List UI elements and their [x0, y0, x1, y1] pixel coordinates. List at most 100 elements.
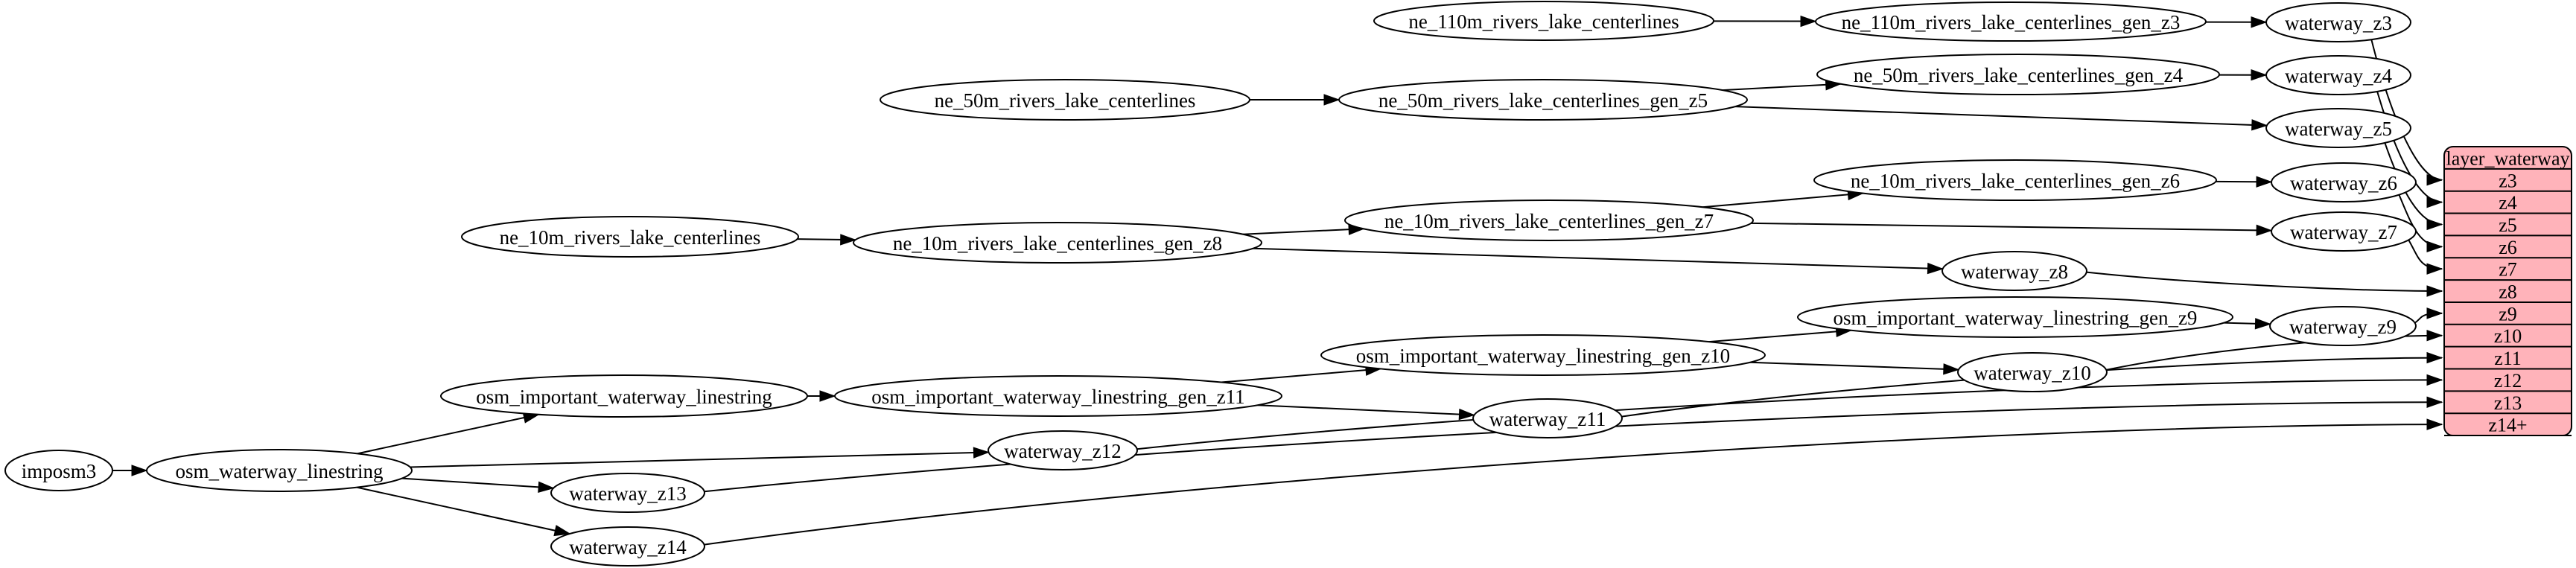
node-shape-ne_110m_rivers_lake_centerlines_gen_z3 [1815, 1, 2207, 42]
node-label-ne_50m_rivers_lake_centerlines_gen_z4: ne_50m_rivers_lake_centerlines_gen_z4 [1854, 64, 2184, 86]
node-label-waterway_z14: waterway_z14 [569, 536, 687, 558]
node-ne_50m_rivers_lake_centerlines_gen_z4: ne_50m_rivers_lake_centerlines_gen_z4 [1816, 54, 2220, 95]
record-row-z4: z4 [2499, 192, 2517, 214]
node-ne_50m_rivers_lake_centerlines: ne_50m_rivers_lake_centerlines [880, 79, 1250, 121]
node-label-waterway_z12: waterway_z12 [1004, 440, 1121, 462]
node-shape-osm_waterway_linestring [146, 449, 413, 492]
node-osm_important_waterway_linestring: osm_important_waterway_linestring [440, 374, 808, 418]
node-shape-waterway_z10 [1957, 352, 2108, 392]
node-shape-ne_10m_rivers_lake_centerlines_gen_z7 [1344, 200, 1754, 241]
node-waterway_z9: waterway_z9 [2269, 306, 2417, 346]
edge-osm_important_waterway_linestring_gen_z10--osm_important_waterway_linestring_gen_z9 [1708, 325, 1853, 343]
edge-waterway_z9--layer_waterway-z9 [2414, 307, 2443, 324]
node-shape-ne_110m_rivers_lake_centerlines [1373, 1, 1714, 41]
edge-osm_important_waterway_linestring_gen_z11--osm_important_waterway_linestring_gen_z10 [1221, 364, 1382, 383]
record-row-z9: z9 [2499, 303, 2517, 325]
node-label-ne_10m_rivers_lake_centerlines_gen_z6: ne_10m_rivers_lake_centerlines_gen_z6 [1851, 170, 2180, 192]
edge-waterway_z6--layer_waterway-z6 [2398, 194, 2443, 253]
node-label-waterway_z3: waterway_z3 [2285, 12, 2392, 34]
record-row-z3: z3 [2499, 170, 2517, 191]
edge-osm_important_waterway_linestring_gen_z11--waterway_z11 [1257, 404, 1476, 421]
record-row-z8: z8 [2499, 281, 2517, 303]
edge-ne_10m_rivers_lake_centerlines_gen_z8--waterway_z8 [1253, 247, 1944, 275]
node-osm_important_waterway_linestring_gen_z10: osm_important_waterway_linestring_gen_z1… [1320, 334, 1766, 376]
node-shape-waterway_z7 [2271, 211, 2417, 252]
node-shape-waterway_z8 [1941, 251, 2087, 291]
record-row-z12: z12 [2494, 370, 2522, 392]
node-label-waterway_z11: waterway_z11 [1489, 408, 1606, 430]
node-ne_10m_rivers_lake_centerlines_gen_z6: ne_10m_rivers_lake_centerlines_gen_z6 [1813, 159, 2217, 201]
node-waterway_z8: waterway_z8 [1941, 251, 2087, 291]
node-label-osm_important_waterway_linestring_gen_z9: osm_important_waterway_linestring_gen_z9 [1834, 307, 2198, 329]
node-label-osm_important_waterway_linestring_gen_z10: osm_important_waterway_linestring_gen_z1… [1356, 345, 1730, 367]
edge-ne_10m_rivers_lake_centerlines--ne_10m_rivers_lake_centerlines_gen_z8 [797, 234, 857, 246]
node-shape-waterway_z5 [2265, 108, 2411, 148]
node-label-ne_10m_rivers_lake_centerlines_gen_z7: ne_10m_rivers_lake_centerlines_gen_z7 [1384, 210, 1714, 232]
edge-ne_50m_rivers_lake_centerlines_gen_z5--ne_50m_rivers_lake_centerlines_gen_z4 [1722, 79, 1842, 92]
record-row-z6: z6 [2499, 237, 2517, 258]
node-label-osm_waterway_linestring: osm_waterway_linestring [176, 460, 384, 482]
node-shape-waterway_z13 [550, 473, 705, 513]
node-label-ne_50m_rivers_lake_centerlines: ne_50m_rivers_lake_centerlines [935, 89, 1196, 112]
node-imposm3: imposm3 [4, 450, 113, 491]
node-ne_10m_rivers_lake_centerlines_gen_z7: ne_10m_rivers_lake_centerlines_gen_z7 [1344, 200, 1754, 241]
edge-ne_50m_rivers_lake_centerlines_gen_z5--waterway_z5 [1734, 106, 2268, 131]
node-ne_110m_rivers_lake_centerlines_gen_z3: ne_110m_rivers_lake_centerlines_gen_z3 [1815, 1, 2207, 42]
edge-osm_waterway_linestring--waterway_z14 [356, 486, 571, 537]
record-row-z13: z13 [2494, 392, 2522, 414]
node-label-waterway_z4: waterway_z4 [2285, 65, 2392, 87]
node-shape-osm_important_waterway_linestring_gen_z10 [1320, 334, 1766, 376]
node-shape-ne_50m_rivers_lake_centerlines_gen_z4 [1816, 54, 2220, 95]
node-osm_important_waterway_linestring_gen_z9: osm_important_waterway_linestring_gen_z9 [1797, 296, 2233, 338]
edges-layer [112, 15, 2443, 546]
node-waterway_z3: waterway_z3 [2265, 2, 2411, 42]
edge-waterway_z7--layer_waterway-z7 [2408, 239, 2443, 275]
node-shape-waterway_z12 [988, 430, 1138, 470]
node-shape-imposm3 [4, 450, 113, 491]
node-waterway_z13: waterway_z13 [550, 473, 705, 513]
node-shape-waterway_z6 [2271, 162, 2417, 202]
nodes-layer: imposm3 osm_waterway_linestring osm_import… [4, 1, 2417, 567]
node-label-ne_10m_rivers_lake_centerlines: ne_10m_rivers_lake_centerlines [500, 226, 761, 249]
node-label-ne_50m_rivers_lake_centerlines_gen_z5: ne_50m_rivers_lake_centerlines_gen_z5 [1378, 89, 1708, 112]
node-label-ne_110m_rivers_lake_centerlines_gen_z3: ne_110m_rivers_lake_centerlines_gen_z3 [1842, 11, 2181, 33]
node-label-waterway_z10: waterway_z10 [1974, 362, 2090, 384]
node-osm_important_waterway_linestring_gen_z11: osm_important_waterway_linestring_gen_z1… [834, 375, 1282, 417]
node-shape-osm_important_waterway_linestring_gen_z11 [834, 375, 1282, 417]
edge-ne_10m_rivers_lake_centerlines_gen_z8--ne_10m_rivers_lake_centerlines_gen_z7 [1242, 223, 1365, 235]
node-shape-waterway_z9 [2269, 306, 2417, 346]
node-shape-waterway_z4 [2265, 55, 2411, 95]
node-label-osm_important_waterway_linestring_gen_z11: osm_important_waterway_linestring_gen_z1… [871, 386, 1244, 408]
edge-osm_important_waterway_linestring_gen_z10--waterway_z10 [1749, 361, 1960, 375]
node-waterway_z14: waterway_z14 [550, 526, 705, 567]
edge-waterway_z5--layer_waterway-z5 [2384, 142, 2443, 231]
node-shape-osm_important_waterway_linestring [440, 374, 808, 418]
node-shape-waterway_z3 [2265, 2, 2411, 42]
edge-osm_waterway_linestring--osm_important_waterway_linestring [357, 412, 540, 455]
edge-ne_10m_rivers_lake_centerlines_gen_z7--ne_10m_rivers_lake_centerlines_gen_z6 [1702, 188, 1865, 208]
node-shape-ne_50m_rivers_lake_centerlines [880, 79, 1250, 121]
edge-osm_important_waterway_linestring_gen_z9--waterway_z9 [2224, 318, 2272, 330]
record-row-z7: z7 [2499, 259, 2517, 281]
node-label-waterway_z5: waterway_z5 [2285, 118, 2392, 140]
node-osm_waterway_linestring: osm_waterway_linestring [146, 449, 413, 492]
node-shape-ne_10m_rivers_lake_centerlines_gen_z8 [853, 222, 1262, 264]
node-label-waterway_z13: waterway_z13 [569, 482, 686, 505]
node-label-ne_10m_rivers_lake_centerlines_gen_z8: ne_10m_rivers_lake_centerlines_gen_z8 [893, 232, 1222, 255]
node-waterway_z6: waterway_z6 [2271, 162, 2417, 202]
edge-ne_10m_rivers_lake_centerlines_gen_z7--waterway_z7 [1751, 222, 2273, 237]
node-ne_10m_rivers_lake_centerlines: ne_10m_rivers_lake_centerlines [461, 216, 799, 258]
node-shape-osm_important_waterway_linestring_gen_z9 [1797, 296, 2233, 338]
edge-waterway_z8--layer_waterway-z8 [2086, 271, 2443, 297]
node-ne_10m_rivers_lake_centerlines_gen_z8: ne_10m_rivers_lake_centerlines_gen_z8 [853, 222, 1262, 264]
node-label-waterway_z6: waterway_z6 [2290, 172, 2397, 194]
node-ne_50m_rivers_lake_centerlines_gen_z5: ne_50m_rivers_lake_centerlines_gen_z5 [1338, 79, 1748, 121]
record-node-layer_waterway: layer_waterwayz3z4z5z6z7z8z9z10z11z12z13… [2443, 146, 2572, 437]
node-waterway_z4: waterway_z4 [2265, 55, 2411, 95]
node-shape-waterway_z14 [550, 526, 705, 567]
node-shape-ne_10m_rivers_lake_centerlines [461, 216, 799, 258]
node-label-ne_110m_rivers_lake_centerlines: ne_110m_rivers_lake_centerlines [1408, 10, 1679, 33]
edge-waterway_z12--layer_waterway-z12 [1136, 374, 2443, 450]
